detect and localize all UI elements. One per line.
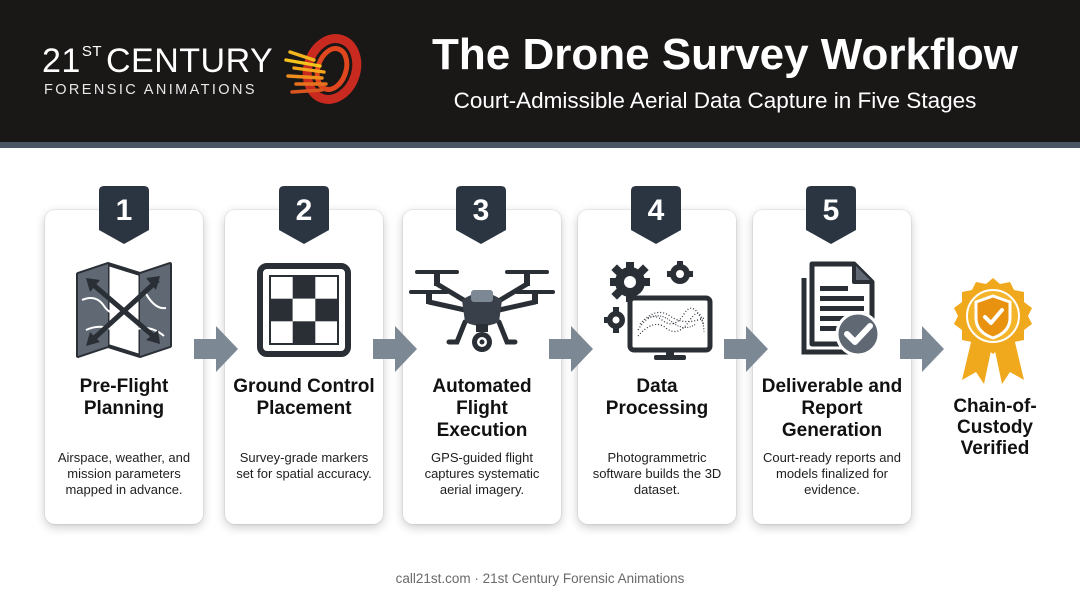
- drone-icon: [409, 270, 555, 352]
- logo-number: 21: [42, 42, 81, 80]
- step-badge-4: 4: [631, 186, 681, 244]
- report-check-icon: [801, 261, 881, 357]
- logo-ordinal: ST: [81, 43, 102, 60]
- badge-shape: [631, 186, 681, 244]
- map-icon: [76, 262, 172, 358]
- arrow-right-icon: [900, 326, 944, 372]
- stage-title: Deliverable and Report Generation: [761, 376, 903, 441]
- shield-ribbon-badge-icon: [954, 278, 1032, 384]
- step-number: 3: [472, 194, 490, 227]
- step-number: 2: [295, 194, 313, 227]
- step-badge-5: 5: [806, 186, 856, 244]
- step-number: 1: [115, 194, 133, 227]
- header-banner: [0, 0, 1080, 142]
- stage-title: Automated Flight Execution: [432, 376, 532, 441]
- outcome-label: Chain-of-Custody Verified: [953, 396, 1037, 459]
- stage-description: Photogrammetric software builds the 3D d…: [592, 450, 722, 497]
- step-badge-3: 3: [456, 186, 506, 244]
- logo-flame-icon: [284, 34, 362, 104]
- arrow-right-icon: [549, 326, 593, 372]
- stage-description: Survey-grade markers set for spatial acc…: [236, 450, 372, 481]
- stage-card-2: Ground Control Placement Survey-grade ma…: [225, 210, 383, 524]
- header-divider: [0, 142, 1080, 148]
- arrow-right-icon: [724, 326, 768, 372]
- step-badge-1: 1: [99, 186, 149, 244]
- monitor-gears-icon: [604, 261, 713, 360]
- badge-shape: [456, 186, 506, 244]
- stage-title: Ground Control Placement: [233, 376, 375, 419]
- page-subtitle: Court-Admissible Aerial Data Capture in …: [453, 88, 977, 113]
- step-number: 5: [822, 194, 840, 227]
- logo-word: CENTURY: [106, 42, 274, 80]
- stage-title: Pre-Flight Planning: [79, 376, 169, 419]
- stage-card-5: Deliverable and Report Generation Court-…: [753, 210, 911, 524]
- badge-shape: [279, 186, 329, 244]
- stage-description: Airspace, weather, and mission parameter…: [57, 450, 191, 497]
- stage-card-1: Pre-Flight Planning Airspace, weather, a…: [45, 210, 203, 524]
- step-number: 4: [647, 194, 665, 227]
- arrow-right-icon: [194, 326, 238, 372]
- stage-card-4: Data Processing Photogrammetric software…: [578, 210, 736, 524]
- stage-title: Data Processing: [605, 376, 709, 419]
- arrow-right-icon: [373, 326, 417, 372]
- badge-shape: [99, 186, 149, 244]
- step-badge-2: 2: [279, 186, 329, 244]
- page-title: The Drone Survey Workflow: [432, 30, 1018, 79]
- checkerboard-marker-icon: [257, 263, 351, 357]
- badge-shape: [806, 186, 856, 244]
- stage-card-3: Automated Flight Execution GPS-guided fl…: [403, 210, 561, 524]
- stage-description: GPS-guided flight captures systematic ae…: [424, 450, 540, 497]
- footer-credit: call21st.com · 21st Century Forensic Ani…: [395, 571, 685, 586]
- logo-tagline: FORENSIC ANIMATIONS: [44, 82, 257, 98]
- stage-description: Court-ready reports and models finalized…: [762, 450, 901, 497]
